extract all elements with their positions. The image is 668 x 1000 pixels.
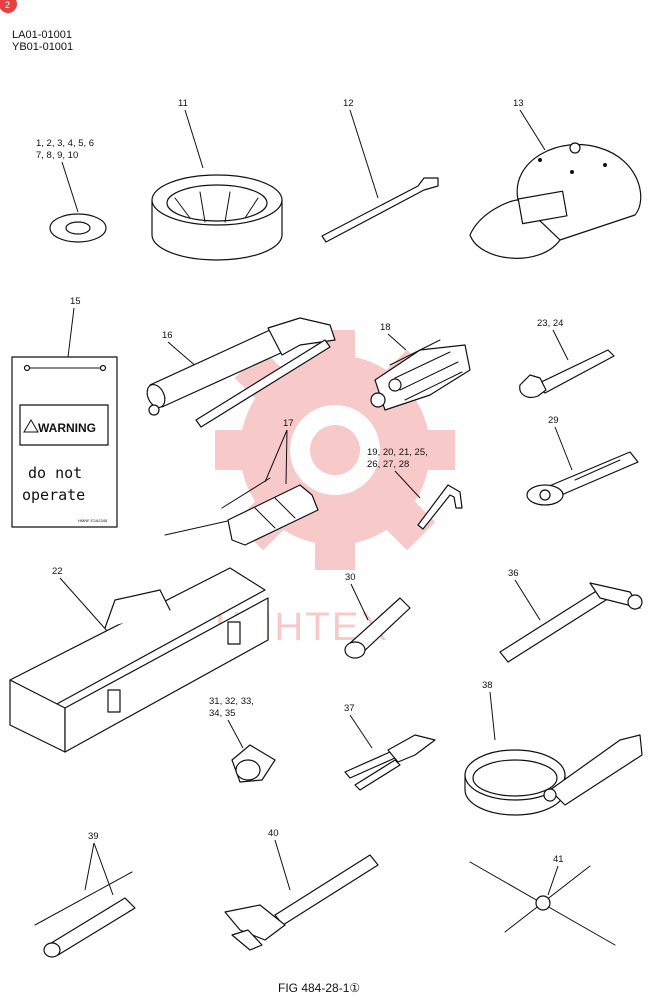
part-39-box-wrench: 39 xyxy=(34,831,136,958)
part-19-28-hex-key: 19, 20, 21, 25, 26, 27, 28 xyxy=(367,447,463,530)
part-13-cap: 13 xyxy=(469,98,642,259)
part-15-warning-tag: 15 WARNING do not operate HMNF-F2A2345 xyxy=(11,296,118,528)
page-badge xyxy=(0,0,17,13)
tag-small-print: HMNF-F2A2345 xyxy=(78,518,108,523)
label-16: 16 xyxy=(162,330,173,341)
label-39: 39 xyxy=(88,831,99,842)
label-22: 22 xyxy=(52,566,63,577)
label-41: 41 xyxy=(553,854,564,865)
label-23-24: 23, 24 xyxy=(537,318,563,329)
part-12-bar: 12 xyxy=(321,98,439,243)
label-31-33: 31, 32, 33, xyxy=(209,696,254,707)
part-11-filter-socket: 11 xyxy=(151,98,283,261)
page-badge-label: 2 xyxy=(5,0,10,10)
label-34-35: 34, 35 xyxy=(209,708,235,719)
model-code-1: LA01-01001 xyxy=(12,29,72,41)
label-15: 15 xyxy=(70,296,81,307)
label-19-25: 19, 20, 21, 25, xyxy=(367,447,428,458)
label-1-6: 1, 2, 3, 4, 5, 6 xyxy=(36,138,94,149)
label-37: 37 xyxy=(344,703,355,714)
label-13: 13 xyxy=(513,98,524,109)
model-code-2: YB01-01001 xyxy=(12,41,73,53)
label-26-28: 26, 27, 28 xyxy=(367,459,409,470)
part-23-24-spanner: 23, 24 xyxy=(519,318,615,398)
part-40-adjustable-wrench: 40 xyxy=(224,828,379,951)
label-12: 12 xyxy=(343,98,354,109)
part-31-35-socket: 31, 32, 33, 34, 35 xyxy=(209,696,276,783)
part-29-ratchet: 29 xyxy=(526,415,639,506)
figure-caption: FIG 484-28-1① xyxy=(278,981,360,995)
part-37-pliers: 37 xyxy=(344,703,436,791)
part-38-filter-wrench: 38 xyxy=(464,680,643,816)
part-36-hammer: 36 xyxy=(499,568,643,663)
part-16-grease-gun: 16 xyxy=(146,317,336,428)
tag-line-2: operate xyxy=(22,486,85,504)
label-40: 40 xyxy=(268,828,279,839)
part-18-wrench-set: 18 xyxy=(370,322,471,411)
label-38: 38 xyxy=(482,680,493,691)
part-1-10-washer: 1, 2, 3, 4, 5, 6 7, 8, 9, 10 xyxy=(36,138,107,243)
label-11: 11 xyxy=(178,98,188,109)
part-41-cross-wrench: 41 xyxy=(469,854,616,946)
warning-label: WARNING xyxy=(38,421,96,435)
part-17-screwdriver: 17 xyxy=(164,418,319,546)
part-22-tool-box: 22 xyxy=(9,566,269,753)
label-18: 18 xyxy=(380,322,391,333)
label-30: 30 xyxy=(345,572,356,583)
label-36: 36 xyxy=(508,568,519,579)
tag-line-1: do not xyxy=(28,464,82,482)
part-30-extension: 30 xyxy=(344,572,411,659)
label-17: 17 xyxy=(283,418,294,429)
label-7-10: 7, 8, 9, 10 xyxy=(36,150,78,161)
label-29: 29 xyxy=(548,415,559,426)
